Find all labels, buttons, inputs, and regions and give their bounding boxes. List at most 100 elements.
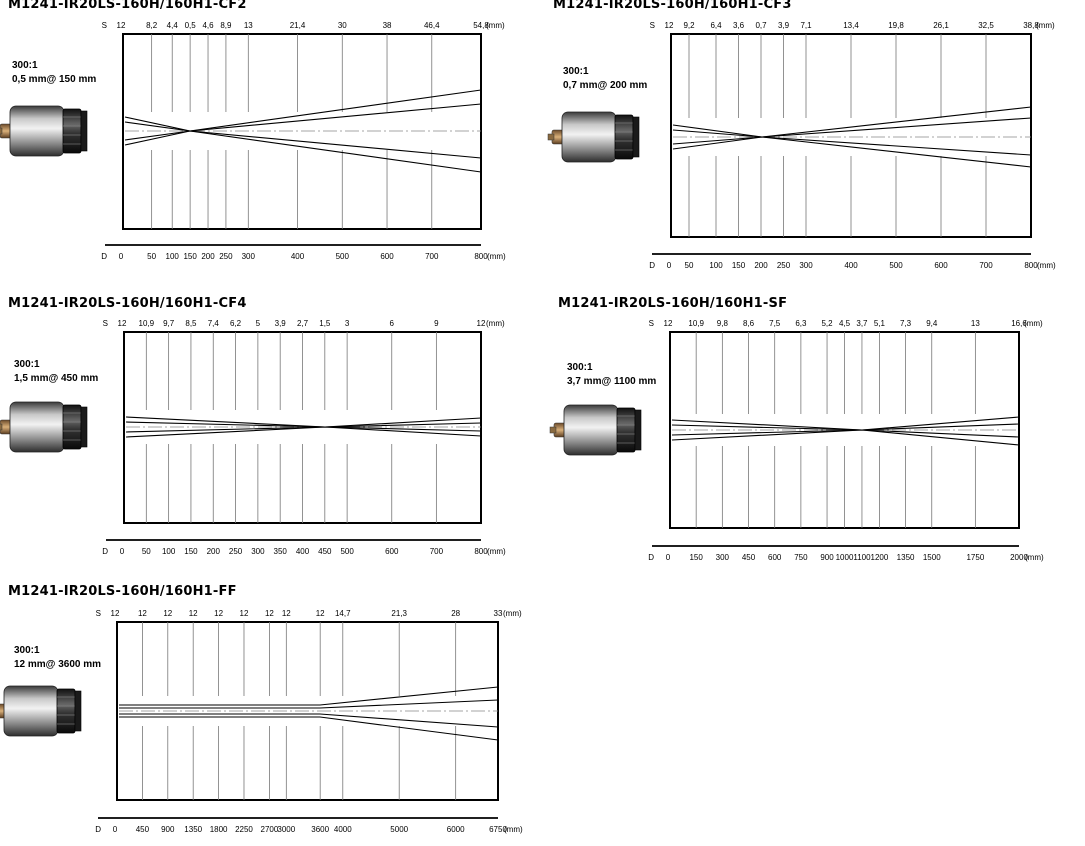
distance-tick-label: 100 <box>166 252 180 261</box>
spot-tick-label: 4,5 <box>839 319 851 328</box>
distance-ratio: 300:1 <box>563 66 589 77</box>
distance-tick-label: 1350 <box>184 825 202 834</box>
spot-tick-label: 12 <box>240 609 249 618</box>
distance-axis-unit: (mm) <box>487 547 506 556</box>
distance-axis-prefix: D <box>102 547 108 556</box>
distance-tick-label: 800 <box>1024 261 1038 270</box>
spot-tick-label: 12 <box>111 609 120 618</box>
spot-tick-label: 3 <box>345 319 350 328</box>
spot-axis-prefix: S <box>650 21 655 30</box>
beam-line <box>671 429 1020 438</box>
spot-axis-prefix: S <box>649 319 654 328</box>
spot-tick-label: 8,6 <box>743 319 755 328</box>
distance-tick-label: 200 <box>754 261 768 270</box>
distance-tick-label: 1100 <box>853 553 871 562</box>
panel-title: M1241-IR20LS-160H/160H1-CF2 <box>8 0 247 12</box>
beam-line <box>119 686 499 706</box>
distance-tick-label: 200 <box>207 547 221 556</box>
spot-tick-label: 5,2 <box>821 319 833 328</box>
sensor-lens-ring-icon <box>80 110 88 152</box>
panel-title: M1241-IR20LS-160H/160H1-CF3 <box>553 0 792 12</box>
spot-tick-label: 2,7 <box>297 319 309 328</box>
distance-tick-label: 900 <box>820 553 834 562</box>
spot-tick-label: 8,2 <box>146 21 158 30</box>
spot-tick-label: 6 <box>390 319 395 328</box>
spot-tick-label: 12 <box>118 319 127 328</box>
panel-title: M1241-IR20LS-160H/160H1-CF4 <box>8 296 247 311</box>
spot-tick-label: 12 <box>316 609 325 618</box>
spot-tick-label: 3,9 <box>275 319 287 328</box>
distance-tick-label: 400 <box>296 547 310 556</box>
spot-tick-label: 6,4 <box>710 21 722 30</box>
distance-tick-label: 700 <box>979 261 993 270</box>
distance-tick-label: 150 <box>689 553 703 562</box>
distance-tick-label: 150 <box>732 261 746 270</box>
distance-tick-label: 5000 <box>390 825 408 834</box>
spot-tick-label: 1,5 <box>319 319 331 328</box>
sensor-lens-ring-icon <box>634 409 642 451</box>
connector-tip-icon <box>547 133 555 141</box>
plot-frame <box>122 33 482 230</box>
distance-axis-unit: (mm) <box>504 825 523 834</box>
distance-ratio: 300:1 <box>567 362 593 373</box>
spot-size-note: 12 mm@ 3600 mm <box>14 659 102 670</box>
spot-size-note: 0,5 mm@ 150 mm <box>12 74 97 85</box>
spot-tick-label: 10,9 <box>688 319 704 328</box>
distance-axis-prefix: D <box>101 252 107 261</box>
distance-tick-label: 50 <box>685 261 694 270</box>
distance-tick-label: 700 <box>425 252 439 261</box>
spot-tick-label: 12 <box>282 609 291 618</box>
distance-tick-label: 150 <box>184 547 198 556</box>
distance-tick-label: 600 <box>385 547 399 556</box>
spot-axis-prefix: S <box>102 21 107 30</box>
spot-tick-label: 21,4 <box>290 21 306 30</box>
distance-tick-label: 750 <box>794 553 808 562</box>
spot-tick-label: 13 <box>244 21 253 30</box>
spot-tick-label: 7,4 <box>208 319 220 328</box>
spot-tick-label: 21,3 <box>391 609 407 618</box>
distance-tick-label: 700 <box>430 547 444 556</box>
distance-tick-label: 350 <box>274 547 288 556</box>
spot-tick-label: 26,1 <box>933 21 949 30</box>
distance-tick-label: 400 <box>844 261 858 270</box>
spot-tick-label: 3,6 <box>733 21 745 30</box>
distance-tick-label: 6000 <box>447 825 465 834</box>
distance-tick-label: 0 <box>113 825 118 834</box>
distance-tick-label: 1200 <box>871 553 889 562</box>
spot-axis-unit: (mm) <box>1024 319 1043 328</box>
distance-tick-label: 400 <box>291 252 305 261</box>
spot-axis-unit: (mm) <box>503 609 522 618</box>
spot-tick-label: 14,7 <box>335 609 351 618</box>
spot-tick-label: 46,4 <box>424 21 440 30</box>
spot-tick-label: 32,5 <box>978 21 994 30</box>
distance-tick-label: 1000 <box>836 553 854 562</box>
distance-tick-label: 6750 <box>489 825 507 834</box>
spot-size-note: 0,7 mm@ 200 mm <box>563 80 648 91</box>
spot-size-note: 3,7 mm@ 1100 mm <box>567 376 657 387</box>
connector-tip-icon <box>0 127 3 135</box>
distance-tick-label: 3000 <box>277 825 295 834</box>
connector-tip-icon <box>549 426 557 434</box>
spot-tick-label: 8,9 <box>220 21 232 30</box>
distance-tick-label: 800 <box>474 547 488 556</box>
spot-tick-label: 12 <box>189 609 198 618</box>
distance-tick-label: 250 <box>229 547 243 556</box>
spot-tick-label: 13 <box>971 319 980 328</box>
spot-tick-label: 12 <box>265 609 274 618</box>
distance-ratio: 300:1 <box>12 60 38 71</box>
distance-axis-unit: (mm) <box>487 252 506 261</box>
distance-tick-label: 0 <box>120 547 125 556</box>
distance-tick-label: 600 <box>768 553 782 562</box>
spot-axis-unit: (mm) <box>486 21 505 30</box>
beam-line <box>119 699 499 709</box>
spot-tick-label: 9,7 <box>163 319 175 328</box>
distance-tick-label: 2250 <box>235 825 253 834</box>
spot-tick-label: 12 <box>117 21 126 30</box>
distance-tick-label: 1500 <box>923 553 941 562</box>
spot-tick-label: 9,8 <box>717 319 729 328</box>
distance-axis-prefix: D <box>95 825 101 834</box>
spot-tick-label: 0,7 <box>755 21 767 30</box>
distance-tick-label: 300 <box>716 553 730 562</box>
